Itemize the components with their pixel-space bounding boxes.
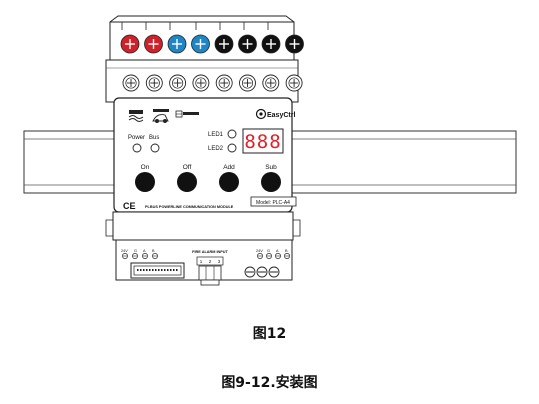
brand-logos bbox=[128, 109, 199, 123]
add-button-label: Add bbox=[223, 164, 235, 171]
screw-terminal-7 bbox=[262, 74, 280, 92]
right-terminal-a: A bbox=[276, 249, 279, 253]
top-terminal-1 bbox=[120, 34, 140, 54]
screw-terminal-6 bbox=[239, 74, 256, 92]
top-terminal-3 bbox=[167, 34, 187, 54]
figure-title: 图9-12.安装图 bbox=[221, 375, 318, 391]
brand-name: EasyCtrl bbox=[267, 112, 295, 119]
fire-alarm-pin-2: 2 bbox=[209, 259, 212, 264]
left-terminal-a: A bbox=[143, 249, 146, 253]
fire-alarm-pin-3: 3 bbox=[218, 259, 221, 264]
bushotel-logo bbox=[152, 109, 169, 123]
on-button-label: On bbox=[141, 164, 150, 171]
top-terminal-7 bbox=[261, 34, 281, 54]
module-name: PLBUS POWERLINE COMMUNICATION MODULE bbox=[145, 205, 234, 209]
screw-terminal-5 bbox=[215, 74, 233, 92]
top-terminal-4 bbox=[191, 34, 210, 54]
top-terminal-6 bbox=[238, 34, 257, 54]
model-plate: Model: PLC-A4 bbox=[250, 196, 297, 207]
smarthome-logo bbox=[128, 110, 144, 122]
screw-terminal-8 bbox=[285, 74, 303, 92]
bus-indicator bbox=[150, 143, 160, 153]
bottom-terminal-right: 24V G A B bbox=[244, 249, 290, 278]
top-terminal-8 bbox=[285, 34, 304, 54]
on-button[interactable] bbox=[135, 172, 155, 192]
sub-button-label: Sub bbox=[265, 164, 277, 171]
connector-port bbox=[130, 262, 185, 279]
top-terminal-5 bbox=[214, 34, 234, 54]
sub-button[interactable] bbox=[261, 172, 281, 192]
model-label: Model: PLC-A4 bbox=[256, 200, 290, 206]
figure-label: 图12 bbox=[252, 326, 287, 342]
led1-indicator bbox=[227, 129, 237, 139]
display-digits: 888 bbox=[244, 131, 281, 153]
left-terminal-b: B bbox=[152, 249, 155, 253]
bottom-terminal-left: 24V G A B bbox=[121, 249, 158, 259]
top-terminal-2 bbox=[144, 34, 163, 54]
left-terminal-g: G bbox=[134, 249, 137, 253]
modbus-logo bbox=[175, 110, 199, 118]
power-label: Power bbox=[128, 135, 145, 141]
fire-alarm-pin-1: 1 bbox=[200, 259, 203, 264]
led2-indicator bbox=[227, 143, 237, 153]
off-button[interactable] bbox=[177, 172, 197, 192]
device-installation-diagram: EasyCtrl Power Bus LED1 LED2 888 On Off … bbox=[23, 15, 517, 286]
power-indicator bbox=[132, 143, 142, 153]
add-button[interactable] bbox=[219, 172, 239, 192]
bus-label: Bus bbox=[149, 135, 159, 141]
fire-alarm-input: FIRE ALARM INPUT 1 2 3 bbox=[192, 250, 229, 286]
ce-mark: CE bbox=[123, 201, 136, 211]
right-terminal-24v: 24V bbox=[256, 249, 263, 253]
fire-alarm-label: FIRE ALARM INPUT bbox=[192, 250, 228, 254]
led1-label: LED1 bbox=[208, 132, 224, 138]
screw-terminal-2 bbox=[145, 74, 163, 92]
off-button-label: Off bbox=[183, 164, 192, 171]
led2-label: LED2 bbox=[208, 146, 224, 152]
left-terminal-24v: 24V bbox=[121, 249, 128, 253]
brand-mark: EasyCtrl bbox=[255, 108, 295, 120]
right-terminal-b: B bbox=[285, 249, 288, 253]
top-terminal-row bbox=[120, 34, 304, 54]
screw-terminal-1 bbox=[122, 74, 140, 92]
screw-terminal-3 bbox=[169, 74, 187, 92]
screw-terminal-row-top bbox=[122, 74, 303, 92]
screw-terminal-4 bbox=[192, 74, 210, 92]
seven-segment-display: 888 bbox=[242, 128, 284, 154]
right-terminal-g: G bbox=[267, 249, 270, 253]
